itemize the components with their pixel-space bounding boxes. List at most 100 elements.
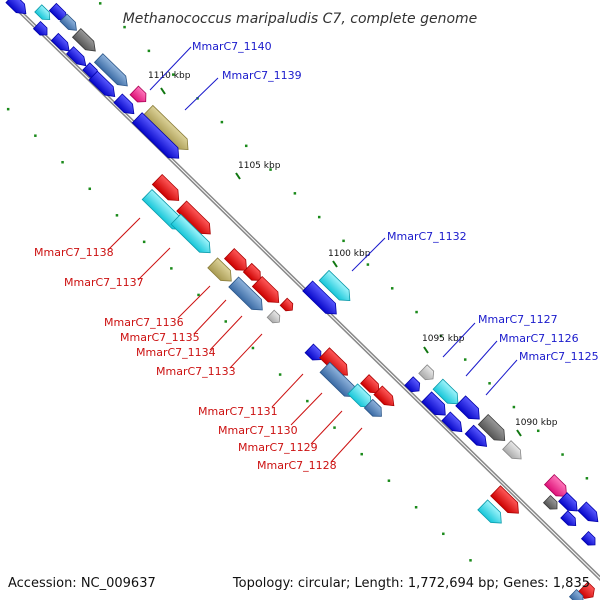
- genome-summary-text: Topology: circular; Length: 1,772,694 bp…: [232, 576, 590, 591]
- gene-arrow-reverse[interactable]: [176, 200, 215, 239]
- gene-label-mmarc7-1131[interactable]: MmarC7_1131: [198, 373, 304, 418]
- gene-arrow-reverse[interactable]: [360, 374, 384, 398]
- gene-label-mmarc7-1138[interactable]: MmarC7_1138: [34, 217, 141, 259]
- gene-arrow[interactable]: [502, 440, 526, 464]
- track-dot: [366, 263, 370, 266]
- gene-label-mmarc7-1126[interactable]: MmarC7_1126: [465, 332, 579, 377]
- track-dot: [170, 267, 173, 270]
- track-dot: [469, 559, 472, 562]
- gene-arrow[interactable]: [34, 4, 53, 23]
- gene-arrow[interactable]: [477, 413, 509, 446]
- gene-arrow[interactable]: [113, 93, 138, 118]
- gene-label-mmarc7-1135[interactable]: MmarC7_1135: [120, 299, 227, 344]
- track-dot: [34, 134, 37, 137]
- gene-arrow[interactable]: [404, 376, 423, 395]
- gene-arrow[interactable]: [50, 32, 72, 54]
- track-dot: [197, 293, 200, 297]
- gene-label-mmarc7-1128[interactable]: MmarC7_1128: [257, 427, 363, 472]
- gene-arrow-reverse[interactable]: [279, 297, 296, 314]
- track-dot: [142, 240, 146, 244]
- gene-label-mmarc7-1132[interactable]: MmarC7_1132: [351, 230, 467, 272]
- gene-label-mmarc7-1137[interactable]: MmarC7_1137: [64, 247, 171, 289]
- gene-arrow[interactable]: [464, 424, 491, 450]
- track-dot: [6, 107, 10, 111]
- gene-arrow-reverse[interactable]: [251, 275, 283, 308]
- track-dot: [98, 2, 102, 5]
- gene-arrow[interactable]: [455, 395, 484, 424]
- gene-arrow[interactable]: [93, 53, 131, 91]
- gene-arrow-reverse[interactable]: [207, 257, 236, 286]
- gene-name: MmarC7_1134: [136, 346, 216, 359]
- track-dot: [278, 373, 282, 376]
- track-dot: [293, 192, 297, 195]
- gene-arrow-reverse[interactable]: [373, 385, 398, 410]
- gene-arrow-reverse[interactable]: [363, 398, 385, 420]
- gene-arrow[interactable]: [71, 28, 100, 56]
- gene-arrow[interactable]: [66, 46, 90, 70]
- gene-name: MmarC7_1136: [104, 316, 184, 329]
- gene-name: MmarC7_1129: [238, 441, 318, 454]
- gene-arrow-reverse[interactable]: [477, 499, 506, 528]
- gene-arrow[interactable]: [59, 13, 80, 34]
- track-dot: [224, 320, 227, 323]
- gene-arrow[interactable]: [88, 70, 119, 101]
- gene-arrow[interactable]: [5, 0, 30, 18]
- tick-1090kbp: 1090 kbp: [515, 418, 558, 437]
- tick-label-1110kbp: 1110 kbp: [148, 71, 191, 81]
- track-dot: [439, 334, 443, 338]
- tick-label-1090kbp: 1090 kbp: [515, 418, 558, 428]
- gene-arrow[interactable]: [432, 378, 463, 409]
- gene-arrow-reverse[interactable]: [223, 248, 252, 276]
- tick-1110kbp: 1110 kbp: [148, 71, 191, 95]
- gene-label-mmarc7-1127[interactable]: MmarC7_1127: [442, 313, 558, 358]
- gene-arrow[interactable]: [421, 391, 450, 420]
- track-dot: [387, 479, 391, 482]
- gene-arrow[interactable]: [318, 269, 355, 305]
- gene-name: MmarC7_1139: [222, 69, 302, 82]
- gene-features: [5, 0, 600, 600]
- gene-arrow-reverse[interactable]: [304, 343, 325, 364]
- gene-arrow[interactable]: [577, 501, 600, 526]
- gene-arrow[interactable]: [560, 510, 579, 529]
- gene-name: MmarC7_1137: [64, 276, 144, 289]
- gene-label-mmarc7-1136[interactable]: MmarC7_1136: [104, 285, 211, 329]
- map-title: Methanococcus maripaludis C7, complete g…: [123, 11, 478, 27]
- gene-arrow[interactable]: [129, 85, 150, 106]
- track-dot: [123, 25, 126, 29]
- gene-arrow[interactable]: [131, 112, 183, 164]
- gene-name: MmarC7_1132: [387, 230, 467, 243]
- gene-arrow-reverse[interactable]: [319, 361, 360, 401]
- gene-name: MmarC7_1127: [478, 313, 558, 326]
- gene-arrow[interactable]: [542, 494, 560, 513]
- gene-arrow[interactable]: [558, 492, 582, 516]
- gene-label-mmarc7-1129[interactable]: MmarC7_1129: [238, 410, 343, 454]
- gene-arrow[interactable]: [543, 474, 572, 502]
- gene-label-mmarc7-1133[interactable]: MmarC7_1133: [156, 333, 263, 378]
- track-dot: [147, 49, 151, 53]
- gene-arrow-reverse[interactable]: [490, 485, 524, 518]
- gene-arrow[interactable]: [142, 104, 193, 154]
- gene-arrow[interactable]: [580, 530, 598, 549]
- gene-name: MmarC7_1131: [198, 405, 278, 418]
- gene-arrow-reverse[interactable]: [170, 213, 215, 258]
- track-dot: [342, 239, 345, 243]
- gene-arrow-reverse[interactable]: [242, 262, 264, 284]
- gene-label-mmarc7-1140[interactable]: MmarC7_1140: [149, 40, 272, 91]
- gene-arrow[interactable]: [302, 280, 341, 319]
- gene-arrow-reverse[interactable]: [228, 276, 267, 315]
- gene-label-mmarc7-1134[interactable]: MmarC7_1134: [136, 315, 243, 359]
- gene-name: MmarC7_1135: [120, 331, 200, 344]
- gene-arrow[interactable]: [418, 364, 437, 383]
- track-dot: [317, 215, 321, 219]
- gene-label-mmarc7-1130[interactable]: MmarC7_1130: [218, 392, 323, 437]
- dotted-tracks: [6, 2, 589, 562]
- gene-arrow-reverse[interactable]: [151, 173, 183, 206]
- track-dot: [61, 160, 64, 164]
- gene-arrow[interactable]: [32, 20, 50, 39]
- gene-label-mmarc7-1125[interactable]: MmarC7_1125: [485, 350, 599, 396]
- gene-arrow-reverse[interactable]: [577, 581, 598, 600]
- gene-arrow-reverse[interactable]: [266, 309, 283, 326]
- gene-arrow[interactable]: [441, 411, 466, 436]
- gene-label-mmarc7-1139[interactable]: MmarC7_1139: [184, 69, 302, 111]
